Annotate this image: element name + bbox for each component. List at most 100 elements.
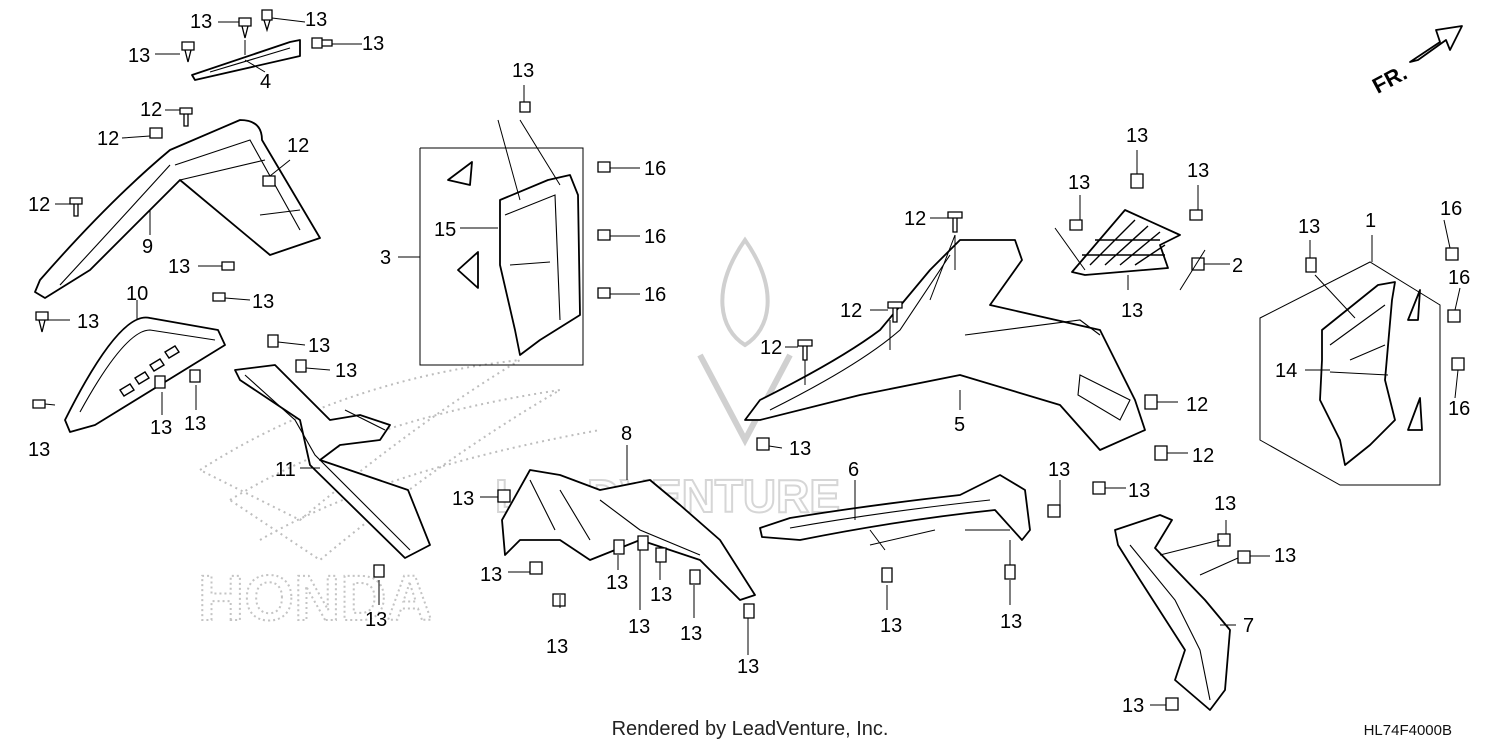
callout-label: 13: [128, 45, 150, 67]
clip-icon: [295, 359, 307, 373]
callout-label: 13: [737, 656, 759, 678]
callout-label: 12: [904, 208, 926, 230]
screw-icon: [149, 127, 163, 139]
clip-icon: [1047, 504, 1061, 518]
callout-label: 13: [650, 584, 672, 606]
clip-icon: [1165, 697, 1179, 711]
part-11-frame-cover: [234, 364, 431, 559]
callout-label: 13: [880, 615, 902, 637]
screw-icon: [797, 339, 813, 361]
callout-label: 12: [97, 128, 119, 150]
clip-icon: [529, 561, 543, 575]
callout-label: 13: [680, 623, 702, 645]
screw-icon: [69, 197, 83, 217]
callout-label: 13: [365, 609, 387, 631]
clip-icon: [597, 229, 611, 241]
clip-icon: [1451, 357, 1465, 371]
clip-icon: [637, 535, 649, 551]
callout-label: 13: [1128, 480, 1150, 502]
callout-label: 5: [954, 414, 965, 436]
callout-label: 3: [380, 247, 391, 269]
clip-icon: [689, 569, 701, 585]
callout-label: 13: [190, 11, 212, 33]
callout-label: 13: [252, 291, 274, 313]
clip-icon: [189, 369, 201, 383]
screw-icon: [887, 301, 903, 323]
clip-icon: [519, 101, 531, 113]
clip-icon: [1130, 173, 1144, 189]
callout-label: 15: [434, 219, 456, 241]
clip-icon: [552, 593, 566, 607]
callout-label: 7: [1243, 615, 1254, 637]
part-9-front-cover: [34, 119, 321, 299]
part-4-bracket: [191, 39, 301, 81]
clip-icon: [597, 161, 611, 173]
clip-icon: [311, 37, 333, 49]
callout-label: 12: [287, 135, 309, 157]
callout-label: 9: [142, 236, 153, 258]
callout-label: 13: [308, 335, 330, 357]
callout-label: 1: [1365, 210, 1376, 232]
callout-label: 16: [644, 158, 666, 180]
clip-icon: [597, 287, 611, 299]
callout-label: 13: [480, 564, 502, 586]
clip-icon: [1004, 564, 1016, 580]
screw-icon: [1144, 394, 1158, 410]
callout-label: 6: [848, 459, 859, 481]
callout-label: 13: [1122, 695, 1144, 717]
screw-icon: [947, 211, 963, 233]
callout-label: 14: [1275, 360, 1297, 382]
clip-icon: [743, 603, 755, 619]
clip-icon: [1092, 481, 1106, 495]
callout-label: 13: [1187, 160, 1209, 182]
part-1-assembly: [1259, 261, 1441, 486]
callout-label: 12: [840, 300, 862, 322]
callout-label: 13: [512, 60, 534, 82]
callout-label: 13: [335, 360, 357, 382]
callout-label: 16: [644, 226, 666, 248]
callout-label: 16: [1448, 398, 1470, 420]
clip-icon: [154, 375, 166, 389]
callout-label: 13: [362, 33, 384, 55]
honda-watermark-text: HONDA: [198, 562, 433, 634]
leader-lines: [44, 17, 1461, 706]
front-label: FR.: [1368, 60, 1411, 99]
callout-label: 13: [1048, 459, 1070, 481]
clip-icon: [1447, 309, 1461, 323]
callout-label: 13: [452, 488, 474, 510]
clip-icon: [267, 334, 279, 348]
callout-label: 13: [628, 616, 650, 638]
part-5-side-cover: [744, 239, 1146, 451]
callout-label: 12: [28, 194, 50, 216]
clip-icon: [212, 292, 226, 302]
callout-label: 11: [275, 459, 296, 481]
part-10-trim: [64, 316, 226, 433]
callout-label: 2: [1232, 255, 1243, 277]
callout-label: 12: [1192, 445, 1214, 467]
callout-label: 13: [1274, 545, 1296, 567]
clip-icon: [1305, 257, 1317, 273]
screw-icon: [262, 175, 276, 187]
clip-icon: [497, 489, 511, 503]
callout-label: 13: [28, 439, 50, 461]
callout-label: 13: [606, 572, 628, 594]
callout-label: 13: [77, 311, 99, 333]
clip-icon: [221, 261, 235, 271]
callout-label: 13: [1214, 493, 1236, 515]
callout-label: 13: [305, 9, 327, 31]
callout-label: 13: [1121, 300, 1143, 322]
part-7-rear-cover: [1114, 514, 1231, 711]
clip-icon: [261, 9, 273, 33]
callout-label: 13: [1298, 216, 1320, 238]
front-arrow-icon: [1409, 25, 1463, 63]
clip-icon: [1237, 550, 1251, 564]
clip-icon: [655, 547, 667, 563]
callout-label: 12: [760, 337, 782, 359]
fastener-icons: [32, 9, 1465, 711]
callout-label: 13: [546, 636, 568, 658]
callout-label: 13: [168, 256, 190, 278]
clip-icon: [756, 437, 770, 451]
callout-label: 13: [1000, 611, 1022, 633]
callout-label: 4: [260, 71, 271, 93]
